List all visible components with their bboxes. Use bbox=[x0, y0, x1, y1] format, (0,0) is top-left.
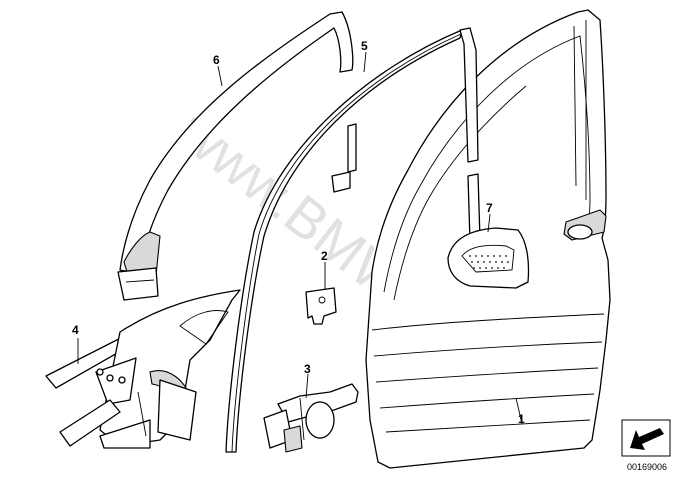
callout-6: 6 bbox=[213, 53, 220, 67]
callout-7: 7 bbox=[486, 201, 493, 215]
part-4-window-regulator bbox=[45, 289, 241, 449]
part-7-mirror-cover bbox=[447, 227, 530, 289]
part-6-window-channel bbox=[117, 11, 354, 301]
part-5-door-seal bbox=[225, 27, 479, 453]
callout-5: 5 bbox=[361, 39, 368, 53]
callout-3: 3 bbox=[304, 362, 311, 376]
part-2-bracket-plate bbox=[305, 287, 337, 325]
document-number: 00169006 bbox=[627, 462, 667, 472]
arrow-down-left-icon bbox=[621, 419, 671, 457]
callout-1: 1 bbox=[518, 412, 525, 426]
leader-lines bbox=[77, 51, 523, 425]
callout-4: 4 bbox=[72, 323, 79, 337]
mirror-vent-grid bbox=[468, 254, 510, 270]
part-3-door-check bbox=[263, 383, 359, 453]
callout-2: 2 bbox=[321, 249, 328, 263]
